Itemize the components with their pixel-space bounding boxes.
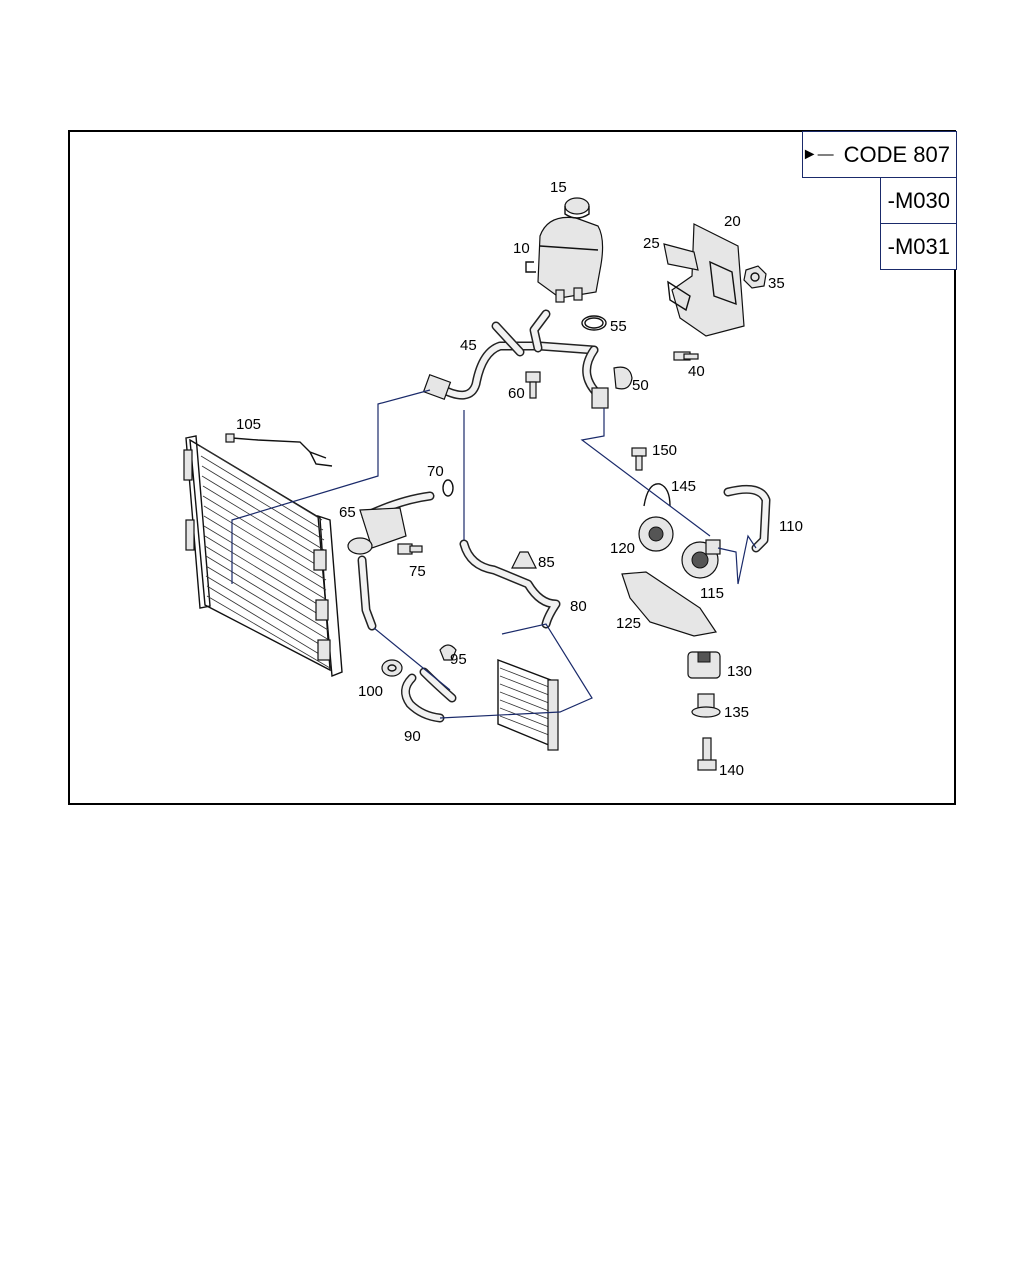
- callout-50: 50: [632, 377, 649, 394]
- o-ring-70: [442, 479, 454, 497]
- grommet-100: [381, 659, 403, 677]
- callout-55: 55: [610, 318, 627, 335]
- callout-100: 100: [358, 683, 383, 700]
- bolt-140: [697, 737, 717, 771]
- sleeve-135: [691, 693, 721, 718]
- clip: [663, 243, 699, 271]
- o-ring-55: [581, 315, 607, 331]
- coolant-hose-80: [459, 539, 561, 629]
- callout-90: 90: [404, 728, 421, 745]
- callout-35: 35: [768, 275, 785, 292]
- variant-m030-box: -M030: [880, 177, 957, 224]
- bolt-40: [673, 351, 699, 361]
- screw-75: [397, 543, 423, 555]
- variant-m031-label: -M031: [887, 233, 950, 259]
- callout-80: 80: [570, 598, 587, 615]
- thermostat-housing: [347, 491, 435, 631]
- callout-150: 150: [652, 442, 677, 459]
- variant-m031-box: -M031: [880, 223, 957, 270]
- pump-hose-110: [723, 484, 771, 553]
- callout-115: 115: [700, 585, 724, 602]
- nut-85: [511, 551, 537, 569]
- callout-105: 105: [236, 416, 261, 433]
- nut-35: [743, 265, 767, 289]
- callout-20: 20: [724, 213, 741, 230]
- callout-125: 125: [616, 615, 641, 632]
- callout-15: 15: [550, 179, 567, 196]
- callout-110: 110: [779, 518, 803, 535]
- rubber-mount-130: [687, 651, 721, 679]
- callout-75: 75: [409, 563, 426, 580]
- electric-water-pump-115: [681, 539, 721, 579]
- tank-cap: [564, 197, 590, 219]
- pump-bracket-125: [621, 571, 718, 637]
- mounting-bracket: [667, 223, 745, 337]
- callout-65: 65: [339, 504, 356, 521]
- callout-40: 40: [688, 363, 705, 380]
- code-label: CODE 807: [843, 141, 950, 167]
- pump-strap-145: [643, 483, 671, 507]
- connection-lines: [231, 389, 757, 719]
- hose-connector-right: [591, 387, 609, 409]
- callout-10: 10: [513, 240, 530, 257]
- callout-130: 130: [727, 663, 752, 680]
- screw-60: [525, 371, 541, 399]
- auxiliary-radiator: [497, 658, 559, 751]
- callout-labels: 15 10 20 25 35 40 45 50 55 60 65 70 75 8…: [236, 179, 803, 779]
- callout-140: 140: [719, 762, 744, 779]
- diagram-frame: [68, 130, 956, 805]
- coolant-hose-90: [401, 667, 457, 723]
- arrow-right-icon: ►—: [801, 145, 834, 163]
- callout-120: 120: [610, 540, 635, 557]
- hose-connector-left: [422, 374, 452, 400]
- bolt-150: [631, 447, 647, 471]
- callout-95: 95: [450, 651, 467, 668]
- callout-70: 70: [427, 463, 444, 480]
- callout-145: 145: [671, 478, 696, 495]
- expansion-tank: [525, 216, 604, 303]
- callout-25: 25: [643, 235, 660, 252]
- callout-45: 45: [460, 337, 477, 354]
- electric-water-pump-120: [638, 516, 674, 552]
- code-807-box: ►— CODE 807: [802, 131, 957, 178]
- callout-135: 135: [724, 704, 749, 721]
- sensor-cable: [225, 433, 333, 467]
- callout-85: 85: [538, 554, 555, 571]
- variant-m030-label: -M030: [887, 187, 950, 213]
- plug-95: [439, 644, 457, 661]
- callout-60: 60: [508, 385, 525, 402]
- main-radiator: [183, 435, 343, 677]
- hose-clamp-50: [613, 366, 633, 390]
